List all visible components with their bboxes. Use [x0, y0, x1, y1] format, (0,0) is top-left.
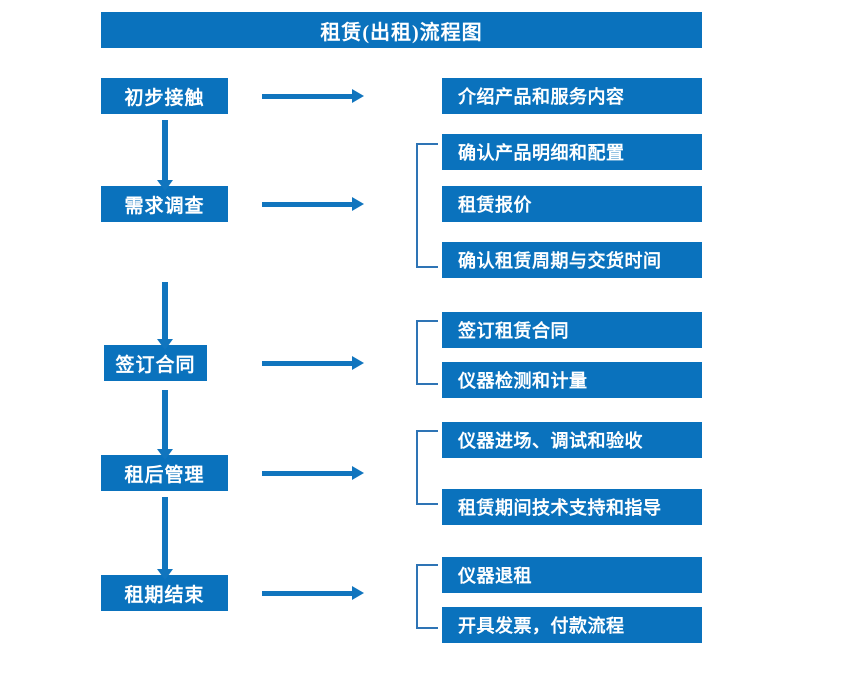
stage-box-1[interactable]: 初步接触	[101, 78, 228, 114]
stage-box-2[interactable]: 需求调查	[101, 186, 228, 222]
detail-box-3-2[interactable]: 仪器检测和计量	[442, 362, 702, 398]
stage-box-5[interactable]: 租期结束	[101, 575, 228, 611]
detail-box-2-1[interactable]: 确认产品明细和配置	[442, 134, 702, 170]
detail-box-2-2[interactable]: 租赁报价	[442, 186, 702, 222]
flow-arrow-right-4	[262, 466, 364, 480]
flow-arrow-right-5	[262, 586, 364, 600]
group-bracket-3	[416, 320, 438, 385]
flow-arrow-right-3	[262, 356, 364, 370]
flow-arrow-down-2	[157, 282, 173, 350]
detail-box-4-2[interactable]: 租赁期间技术支持和指导	[442, 489, 702, 525]
group-bracket-2	[416, 143, 438, 268]
flow-arrow-right-2	[262, 197, 364, 211]
group-bracket-5	[416, 564, 438, 629]
detail-box-1-1[interactable]: 介绍产品和服务内容	[442, 78, 702, 114]
group-bracket-4	[416, 430, 438, 505]
detail-box-5-1[interactable]: 仪器退租	[442, 557, 702, 593]
flow-arrow-down-3	[157, 390, 173, 460]
page-title: 租赁(出租)流程图	[101, 12, 702, 48]
flow-arrow-down-4	[157, 497, 173, 580]
flow-arrow-right-1	[262, 89, 364, 103]
detail-box-2-3[interactable]: 确认租赁周期与交货时间	[442, 242, 702, 278]
stage-box-4[interactable]: 租后管理	[101, 455, 228, 491]
stage-box-3[interactable]: 签订合同	[104, 345, 207, 381]
detail-box-3-1[interactable]: 签订租赁合同	[442, 312, 702, 348]
flow-arrow-down-1	[157, 120, 173, 191]
detail-box-5-2[interactable]: 开具发票，付款流程	[442, 607, 702, 643]
detail-box-4-1[interactable]: 仪器进场、调试和验收	[442, 422, 702, 458]
